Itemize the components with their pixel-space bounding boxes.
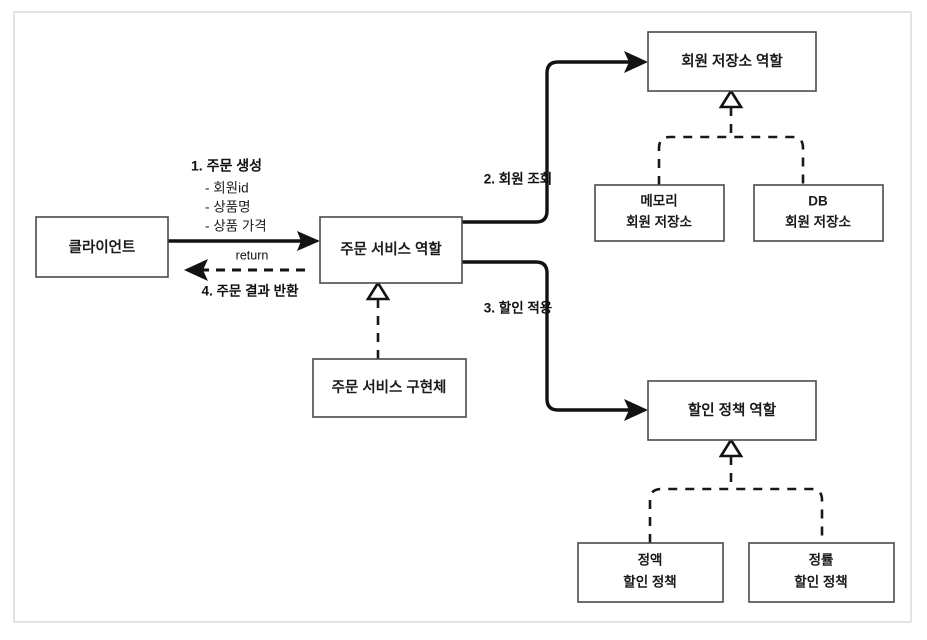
flow-step2-label: 2. 회원 조회 <box>484 172 552 187</box>
node-client[interactable]: 클라이언트 <box>35 216 169 278</box>
node-discount-policy-role-label: 할인 정책 역할 <box>688 401 777 419</box>
node-order-service-impl[interactable]: 주문 서비스 구현체 <box>312 358 467 418</box>
node-order-service-impl-label: 주문 서비스 구현체 <box>332 379 447 396</box>
flow-step4-arrowhead <box>184 259 208 281</box>
flow-step4-group: return 4. 주문 결과 반환 <box>184 248 305 299</box>
node-memory-member-repo[interactable]: 메모리 회원 저장소 <box>594 184 725 242</box>
node-rate-discount-policy-line1: 정률 <box>809 552 834 568</box>
node-fix-discount-policy[interactable]: 정액 할인 정책 <box>577 542 724 603</box>
realization-discount-policy-triangle <box>718 437 744 458</box>
flow-step1-arrowhead <box>297 231 320 251</box>
flow-step4-label: 4. 주문 결과 반환 <box>201 283 299 299</box>
node-discount-policy-role-box[interactable] <box>647 380 817 441</box>
realization-order-service-group <box>365 280 391 359</box>
realization-order-service-triangle <box>365 280 391 301</box>
realization-discount-policy-bus <box>648 456 824 543</box>
node-order-service-role[interactable]: 주문 서비스 역할 <box>319 216 463 284</box>
flow-step1-item-1: - 상품명 <box>205 200 251 215</box>
node-order-service-role-box[interactable] <box>319 216 463 284</box>
node-memory-member-repo-line1: 메모리 <box>640 194 677 209</box>
node-discount-policy-role[interactable]: 할인 정책 역할 <box>647 380 817 441</box>
realization-member-repo-group <box>657 88 805 185</box>
flow-step3-line <box>462 260 630 412</box>
flow-step1-title: 1. 주문 생성 <box>191 158 262 174</box>
flow-step1-item-2: - 상품 가격 <box>205 219 267 234</box>
flow-step1-group: 1. 주문 생성 - 회원id - 상품명 - 상품 가격 <box>168 158 320 251</box>
node-rate-discount-policy-line2: 할인 정책 <box>794 574 847 590</box>
node-memory-member-repo-line2: 회원 저장소 <box>626 214 692 230</box>
node-db-member-repo-line2: 회원 저장소 <box>785 214 851 230</box>
node-memory-member-repo-box[interactable] <box>594 184 725 242</box>
realization-discount-policy-group <box>648 437 824 543</box>
node-fix-discount-policy-box[interactable] <box>577 542 724 603</box>
realization-member-repo-triangle <box>718 88 744 109</box>
flow-step3-arrowhead <box>624 399 648 421</box>
flow-step2-arrowhead <box>624 51 648 73</box>
node-rate-discount-policy[interactable]: 정률 할인 정책 <box>748 542 895 603</box>
node-order-service-role-label: 주문 서비스 역할 <box>340 240 442 258</box>
flow-step2-line <box>462 60 630 224</box>
node-order-service-impl-box[interactable] <box>312 358 467 418</box>
node-db-member-repo-line1: DB <box>808 194 828 209</box>
canvas-frame <box>13 11 912 623</box>
node-fix-discount-policy-line1: 정액 <box>638 552 663 568</box>
node-member-repo-role-box[interactable] <box>647 31 817 92</box>
node-client-label: 클라이언트 <box>69 238 136 256</box>
node-member-repo-role[interactable]: 회원 저장소 역할 <box>647 31 817 92</box>
node-fix-discount-policy-line2: 할인 정책 <box>623 574 676 590</box>
node-rate-discount-policy-box[interactable] <box>748 542 895 603</box>
node-client-box[interactable] <box>35 216 169 278</box>
flow-step3-group: 3. 할인 적용 <box>462 260 648 421</box>
flow-step3-label: 3. 할인 적용 <box>484 300 552 316</box>
flow-step2-group: 2. 회원 조회 <box>462 51 648 224</box>
node-db-member-repo[interactable]: DB 회원 저장소 <box>753 184 884 242</box>
flow-step4-sub-label: return <box>236 248 269 262</box>
flow-step1-item-0: - 회원id <box>205 181 249 196</box>
node-member-repo-role-label: 회원 저장소 역할 <box>681 52 783 70</box>
node-db-member-repo-box[interactable] <box>753 184 884 242</box>
realization-member-repo-bus <box>657 107 805 185</box>
